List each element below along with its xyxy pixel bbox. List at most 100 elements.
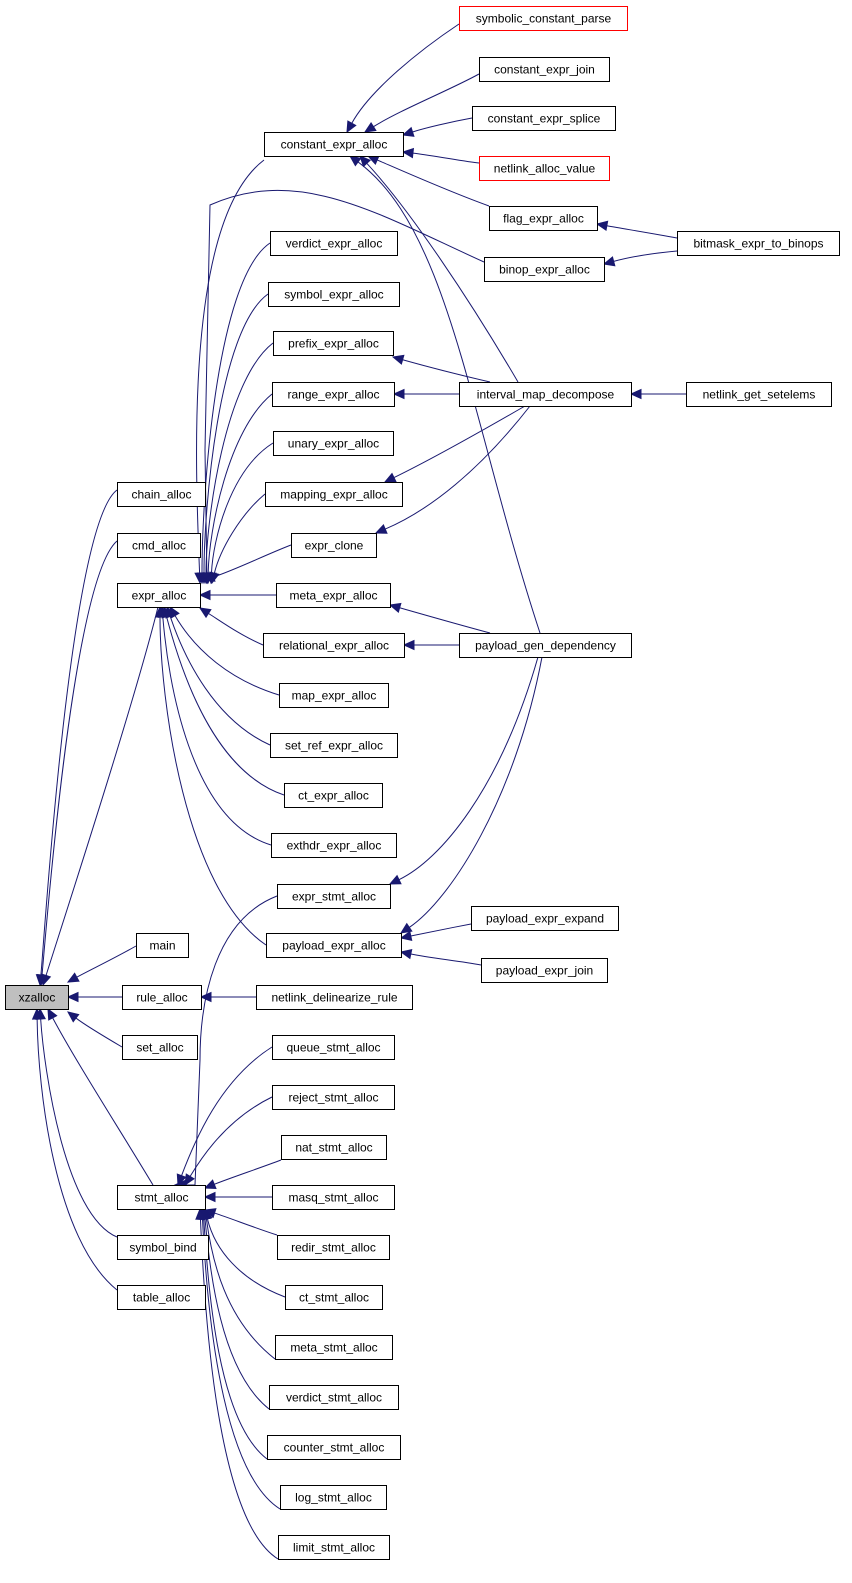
node-masq-stmt-alloc[interactable]: masq_stmt_alloc bbox=[272, 1185, 395, 1210]
edge-netlink_get_setelems-to-interval_map_decompose bbox=[629, 388, 686, 400]
nodes-layer: xzalloc chain_alloc cmd_alloc expr_allocmai… bbox=[5, 6, 840, 1560]
node-xzalloc[interactable]: xzalloc bbox=[5, 985, 69, 1010]
edge-line bbox=[208, 612, 264, 646]
edge-line bbox=[213, 544, 292, 578]
node-chain-alloc[interactable]: chain_alloc bbox=[117, 482, 206, 507]
edge-prefix_expr_alloc-to-expr_alloc bbox=[200, 342, 274, 585]
edge-nat_stmt_alloc-to-stmt_alloc bbox=[203, 1159, 282, 1189]
node-box bbox=[256, 985, 413, 1010]
node-unary-expr-alloc[interactable]: unary_expr_alloc bbox=[273, 431, 394, 456]
node-box bbox=[279, 683, 389, 708]
node-range-expr-alloc[interactable]: range_expr_alloc bbox=[272, 382, 395, 407]
node-reject-stmt-alloc[interactable]: reject_stmt_alloc bbox=[272, 1085, 395, 1110]
edge-interval_map_decompose-to-mapping_expr_alloc bbox=[383, 405, 526, 483]
edge-line bbox=[606, 225, 678, 239]
node-set-ref-expr-alloc[interactable]: set_ref_expr_alloc bbox=[270, 733, 398, 758]
node-netlink-alloc-value[interactable]: netlink_alloc_value bbox=[479, 156, 610, 181]
node-nat-stmt-alloc[interactable]: nat_stmt_alloc bbox=[281, 1135, 387, 1160]
edge-line bbox=[159, 616, 267, 946]
edge-constant_expr_splice-to-constant_expr_alloc bbox=[401, 117, 473, 137]
node-label: binop_expr_alloc bbox=[499, 263, 590, 277]
edge-netlink_alloc_value-to-constant_expr_alloc bbox=[401, 147, 480, 164]
arrowhead-icon bbox=[399, 948, 413, 960]
node-label: symbolic_constant_parse bbox=[476, 12, 612, 26]
node-label: table_alloc bbox=[133, 1291, 190, 1305]
arrowhead-icon bbox=[595, 220, 609, 232]
node-box bbox=[280, 1485, 387, 1510]
node-box bbox=[278, 1535, 390, 1560]
node-box bbox=[481, 958, 608, 983]
node-relational-expr-alloc[interactable]: relational_expr_alloc bbox=[263, 633, 405, 658]
node-exthdr-expr-alloc[interactable]: exthdr_expr_alloc bbox=[271, 833, 397, 858]
node-payload-expr-expand[interactable]: payload_expr_expand bbox=[471, 906, 619, 931]
node-rule-alloc[interactable]: rule_alloc bbox=[122, 985, 202, 1010]
node-label: verdict_stmt_alloc bbox=[286, 1391, 382, 1405]
edge-rule_alloc-to-xzalloc bbox=[66, 991, 123, 1003]
node-constant-expr-join[interactable]: constant_expr_join bbox=[479, 57, 610, 82]
node-box bbox=[117, 1185, 206, 1210]
node-label: limit_stmt_alloc bbox=[293, 1541, 375, 1555]
node-symbolic-constant-parse[interactable]: symbolic_constant_parse bbox=[459, 6, 628, 31]
node-payload-expr-alloc[interactable]: payload_expr_alloc bbox=[266, 933, 402, 958]
edge-line bbox=[214, 1212, 278, 1236]
node-binop-expr-alloc[interactable]: binop_expr_alloc bbox=[484, 257, 605, 282]
node-constant-expr-alloc[interactable]: constant_expr_alloc bbox=[264, 132, 404, 157]
node-verdict-expr-alloc[interactable]: verdict_expr_alloc bbox=[270, 231, 398, 256]
node-mapping-expr-alloc[interactable]: mapping_expr_alloc bbox=[265, 482, 403, 507]
node-symbol-expr-alloc[interactable]: symbol_expr_alloc bbox=[268, 282, 400, 307]
node-counter-stmt-alloc[interactable]: counter_stmt_alloc bbox=[267, 1435, 401, 1460]
node-bitmask-expr-to-binops[interactable]: bitmask_expr_to_binops bbox=[677, 231, 840, 256]
node-meta-expr-alloc[interactable]: meta_expr_alloc bbox=[276, 583, 391, 608]
edge-line bbox=[373, 73, 480, 128]
edge-line bbox=[174, 615, 280, 696]
node-set-alloc[interactable]: set_alloc bbox=[122, 1035, 198, 1060]
node-netlink-get-setelems[interactable]: netlink_get_setelems bbox=[686, 382, 832, 407]
node-ct-expr-alloc[interactable]: ct_expr_alloc bbox=[284, 783, 383, 808]
edge-line bbox=[196, 159, 265, 574]
node-box bbox=[267, 1435, 401, 1460]
node-log-stmt-alloc[interactable]: log_stmt_alloc bbox=[280, 1485, 387, 1510]
node-box bbox=[472, 106, 616, 131]
node-payload-gen-dependency[interactable]: payload_gen_dependency bbox=[459, 633, 632, 658]
node-queue-stmt-alloc[interactable]: queue_stmt_alloc bbox=[272, 1035, 395, 1060]
edge-interval_map_decompose-to-prefix_expr_alloc bbox=[391, 354, 491, 383]
node-redir-stmt-alloc[interactable]: redir_stmt_alloc bbox=[277, 1235, 390, 1260]
node-payload-expr-join[interactable]: payload_expr_join bbox=[481, 958, 608, 983]
node-prefix-expr-alloc[interactable]: prefix_expr_alloc bbox=[273, 331, 394, 356]
edge-line bbox=[203, 293, 269, 574]
edge-line bbox=[185, 895, 278, 1186]
node-box bbox=[281, 1135, 387, 1160]
node-table-alloc[interactable]: table_alloc bbox=[117, 1285, 206, 1310]
node-symbol-bind[interactable]: symbol_bind bbox=[117, 1235, 209, 1260]
node-label: counter_stmt_alloc bbox=[284, 1441, 385, 1455]
node-main[interactable]: main bbox=[136, 933, 189, 958]
node-expr-clone[interactable]: expr_clone bbox=[291, 533, 377, 558]
node-constant-expr-splice[interactable]: constant_expr_splice bbox=[472, 106, 616, 131]
node-box bbox=[277, 1235, 390, 1260]
node-interval-map-decompose[interactable]: interval_map_decompose bbox=[459, 382, 632, 407]
node-box bbox=[272, 1085, 395, 1110]
node-map-expr-alloc[interactable]: map_expr_alloc bbox=[279, 683, 389, 708]
edge-map_expr_alloc-to-expr_alloc bbox=[169, 605, 280, 696]
arrowhead-icon bbox=[202, 571, 216, 582]
node-box bbox=[284, 783, 383, 808]
node-box bbox=[459, 382, 632, 407]
node-limit-stmt-alloc[interactable]: limit_stmt_alloc bbox=[278, 1535, 390, 1560]
node-cmd-alloc[interactable]: cmd_alloc bbox=[117, 533, 201, 558]
node-label: constant_expr_splice bbox=[488, 112, 601, 126]
node-expr-alloc[interactable]: expr_alloc bbox=[117, 583, 201, 608]
node-flag-expr-alloc[interactable]: flag_expr_alloc bbox=[489, 206, 598, 231]
edge-interval_map_decompose-to-range_expr_alloc bbox=[392, 388, 459, 400]
edge-line bbox=[393, 405, 526, 479]
node-label: symbol_expr_alloc bbox=[284, 288, 383, 302]
edge-expr_clone-to-expr_alloc bbox=[202, 544, 292, 582]
node-expr-stmt-alloc[interactable]: expr_stmt_alloc bbox=[277, 884, 391, 909]
node-meta-stmt-alloc[interactable]: meta_stmt_alloc bbox=[275, 1335, 393, 1360]
arrowhead-icon bbox=[401, 126, 415, 137]
arrowhead-icon bbox=[154, 605, 166, 618]
node-verdict-stmt-alloc[interactable]: verdict_stmt_alloc bbox=[269, 1385, 399, 1410]
node-stmt-alloc[interactable]: stmt_alloc bbox=[117, 1185, 206, 1210]
node-ct-stmt-alloc[interactable]: ct_stmt_alloc bbox=[285, 1285, 383, 1310]
node-netlink-delinearize-rule[interactable]: netlink_delinearize_rule bbox=[256, 985, 413, 1010]
